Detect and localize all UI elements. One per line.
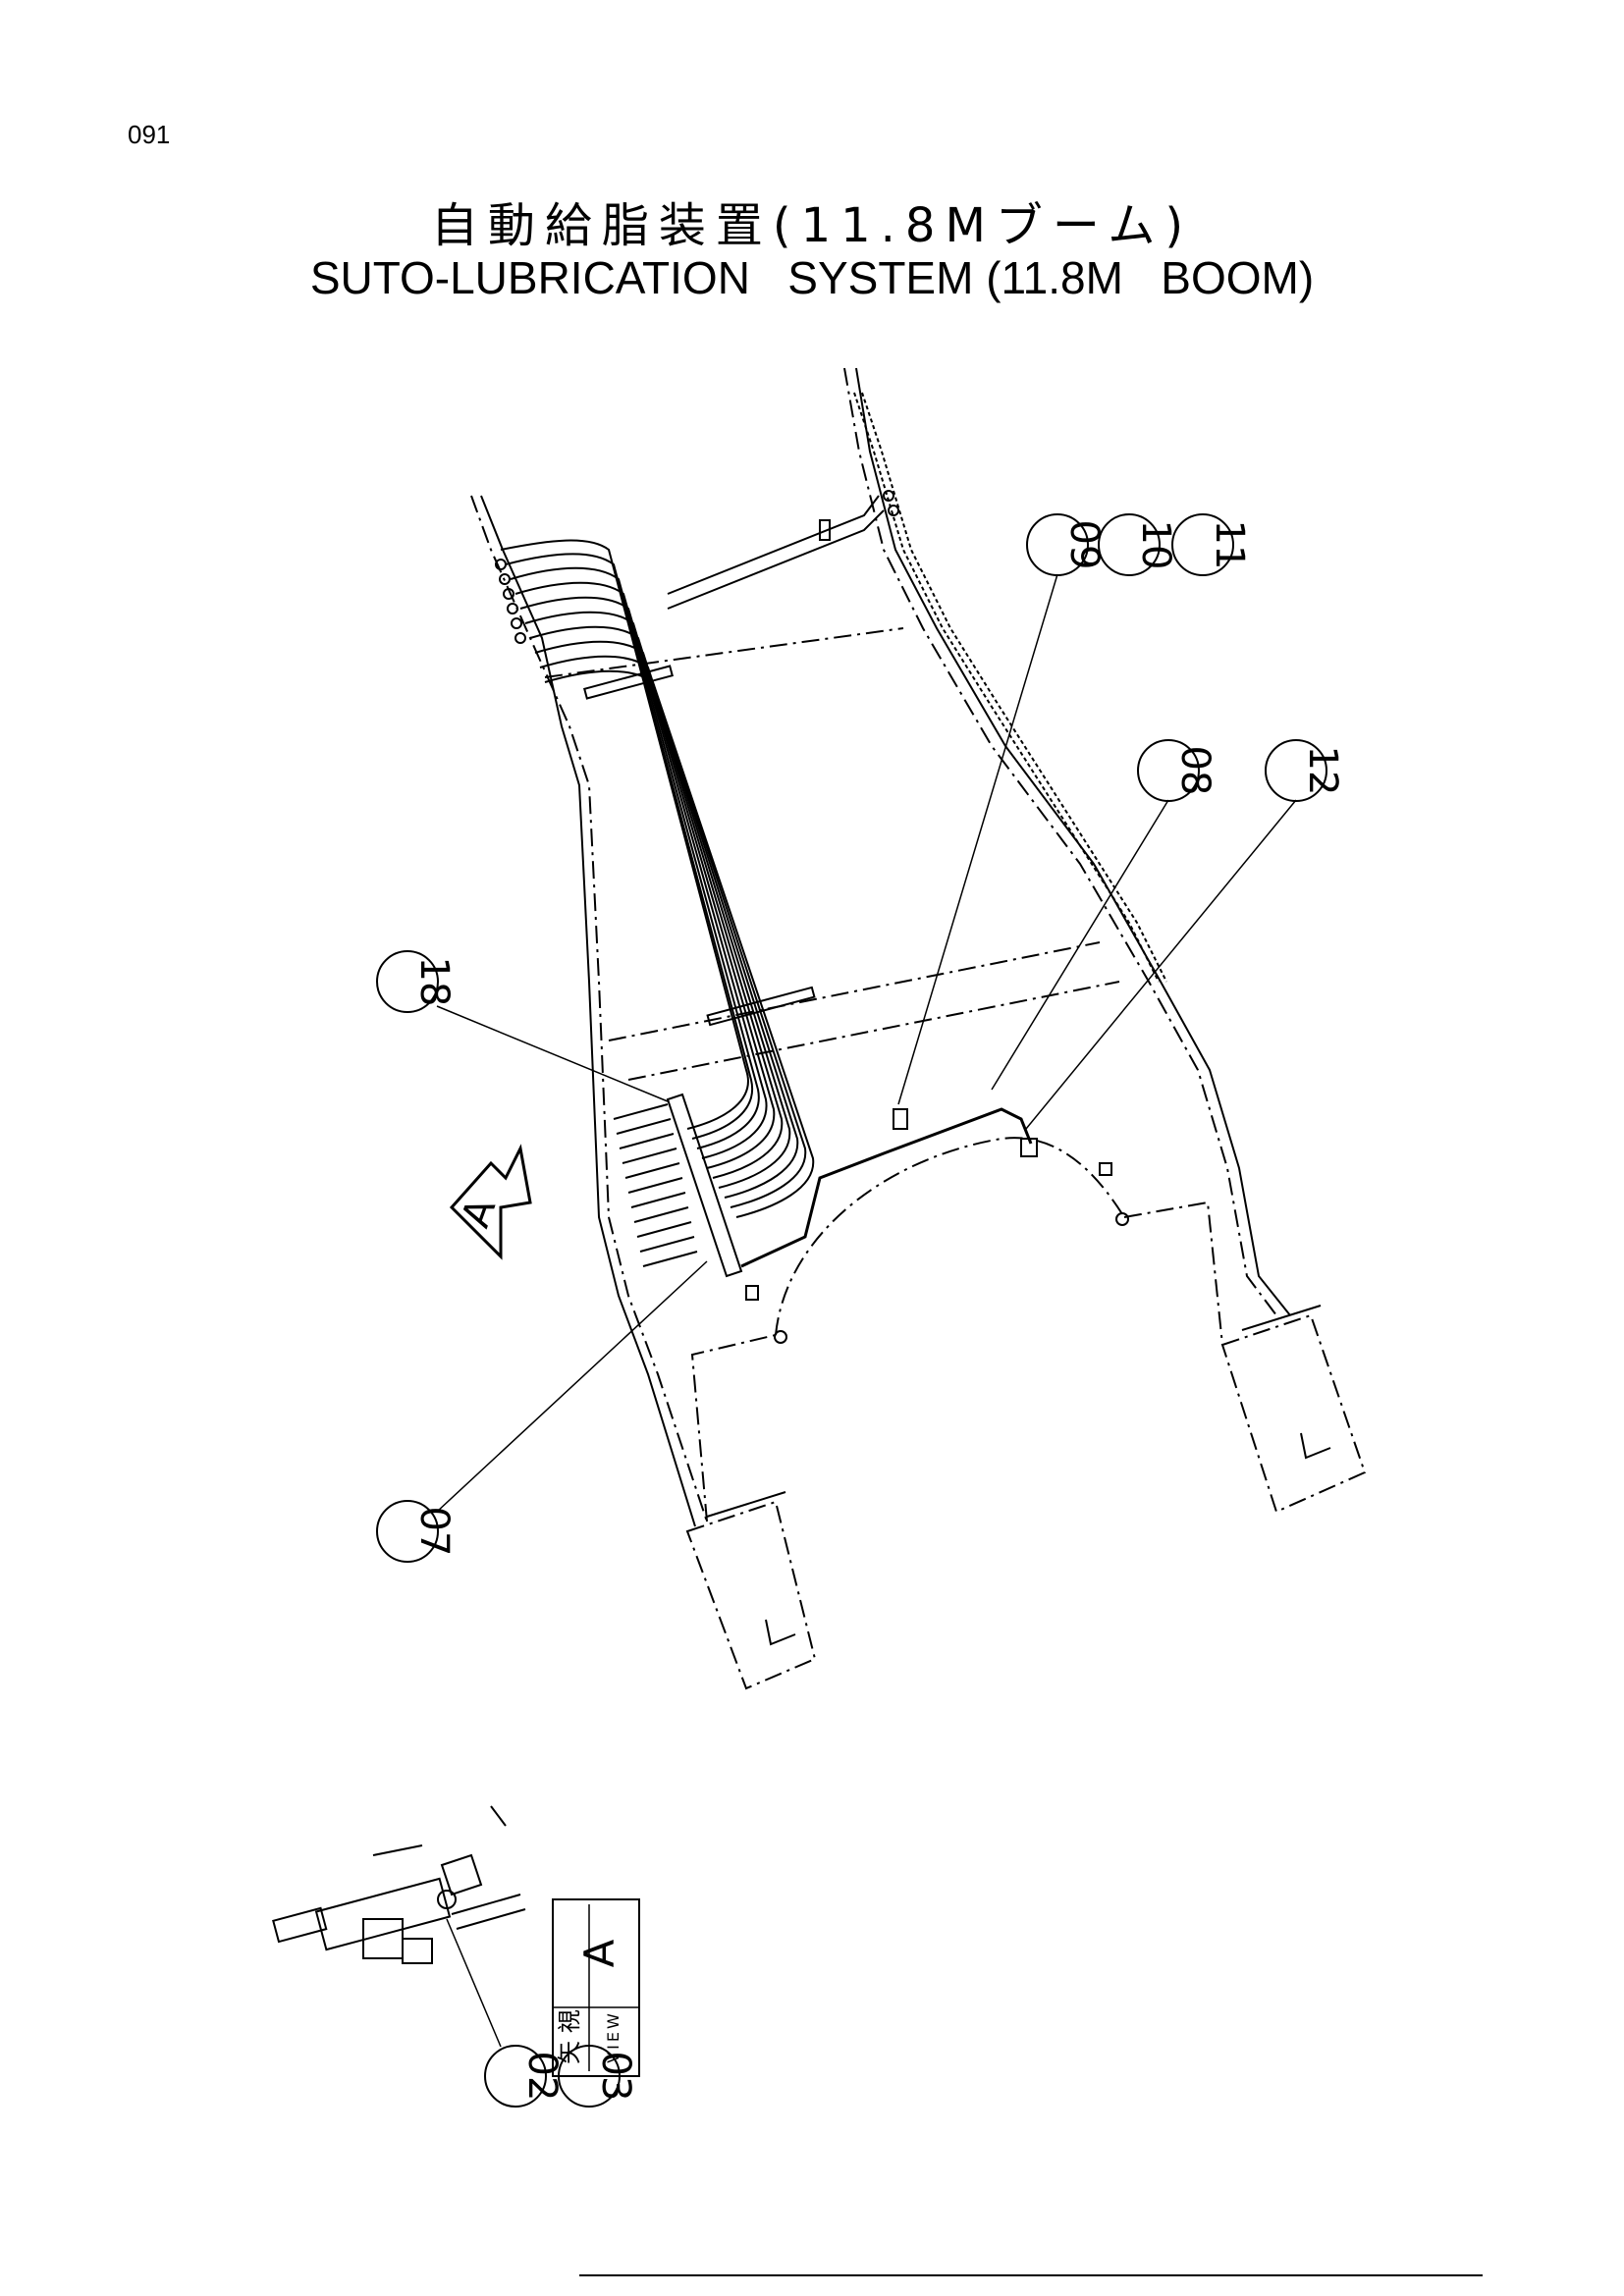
branch-line [740, 1107, 1033, 1268]
cross-member-1 [544, 627, 904, 678]
leader-09 [897, 573, 1058, 1105]
boom-right-outline [843, 367, 1277, 1316]
boom-right-outline-inner [855, 367, 1291, 1316]
callout-08-label: 08 [1172, 746, 1218, 796]
page-number: 091 [128, 120, 171, 149]
view-box-jp-label: 矢 視 [556, 2009, 583, 2064]
callout-10-circle [1098, 513, 1161, 576]
callout-12-circle [1265, 739, 1327, 802]
leader-02 [446, 1918, 502, 2048]
leader-18 [436, 1005, 669, 1102]
callout-10-label: 10 [1133, 520, 1178, 570]
view-a-detail [272, 1805, 526, 1964]
view-arrow-a [449, 1144, 532, 1260]
callout-11-circle [1171, 513, 1234, 576]
boom-left-outline-inner [480, 495, 696, 1527]
boom-arch [775, 1137, 1125, 1336]
view-a-label-box [552, 1898, 640, 2077]
callout-18-circle [376, 950, 439, 1013]
callout-02-circle [484, 2045, 547, 2108]
callout-03-circle [558, 2045, 621, 2108]
cross-member-3 [627, 981, 1120, 1081]
title-english: SUTO-LUBRICATION SYSTEM (11.8M BOOM) [309, 252, 1315, 303]
arch-pin-right [1115, 1212, 1129, 1226]
left-foot [685, 1500, 817, 1690]
view-box-en-label: VIEW [604, 2010, 623, 2063]
callout-12-label: 12 [1300, 746, 1345, 796]
callout-18-label: 18 [411, 957, 457, 1007]
arch-pin-left [774, 1330, 787, 1344]
callout-02-label: 02 [519, 2052, 565, 2102]
callout-07-label: 07 [411, 1507, 457, 1557]
right-foot [1220, 1313, 1367, 1514]
view-box-letter: A [575, 1939, 623, 1967]
callout-07-circle [376, 1500, 439, 1563]
distributor-block [613, 1093, 743, 1278]
callout-08-circle [1137, 739, 1200, 802]
leader-07 [436, 1260, 708, 1513]
leader-12 [1025, 799, 1297, 1130]
callout-03-label: 03 [593, 2052, 638, 2102]
title-japanese: 自動給脂装置(11.8Mブーム) [430, 198, 1194, 253]
callout-11-label: 11 [1207, 520, 1252, 570]
cross-member-2 [608, 941, 1101, 1041]
boom-left-outline [470, 495, 708, 1522]
view-arrow-letter: A [453, 1192, 505, 1233]
callout-09-label: 09 [1061, 520, 1107, 570]
leader-08 [991, 799, 1169, 1091]
hose-bundle [500, 495, 885, 1218]
callout-09-circle [1026, 513, 1089, 576]
footer-rule [579, 2274, 1483, 2276]
grease-nipples [495, 490, 899, 644]
